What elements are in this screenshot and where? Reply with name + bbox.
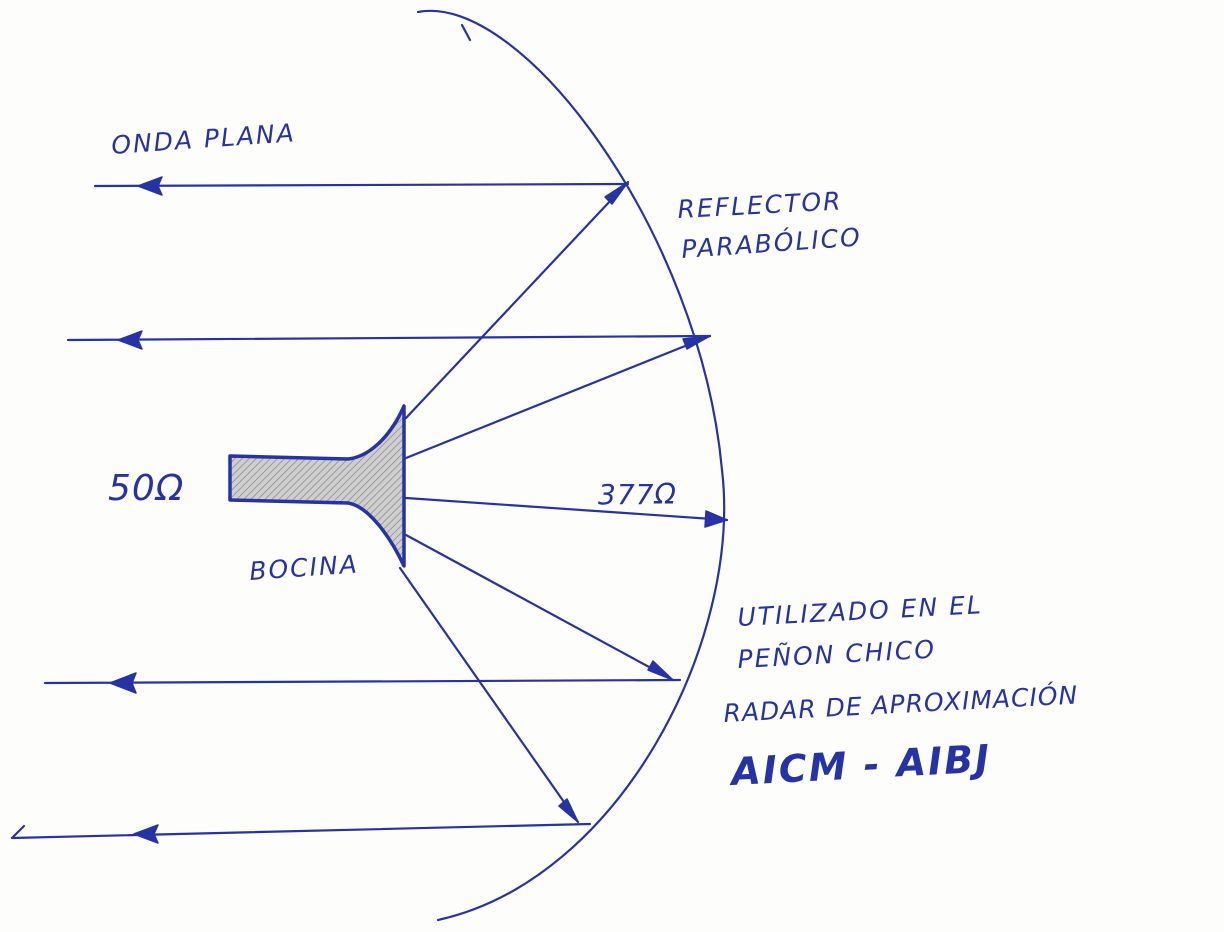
label-usage-line3: RADAR DE APROXIMACIÓN (723, 679, 1079, 728)
plane-wave-arrow-4 (133, 824, 159, 844)
plane-wave-arrow-3 (109, 672, 137, 694)
plane-wave-tail-hook (10, 824, 26, 840)
reflector-tick-top (460, 23, 472, 42)
plane-wave-line-1 (93, 182, 630, 188)
plane-wave-arrow-2 (117, 330, 143, 350)
label-usage-line4: AICM - AIBJ (727, 736, 992, 794)
ray-3-axis (404, 496, 729, 522)
plane-wave-line-3 (43, 678, 682, 685)
ray-2-arrowhead (682, 335, 711, 350)
ray-5-arrowhead (558, 798, 579, 823)
horn-feed (228, 404, 406, 568)
ray-1 (404, 180, 630, 420)
plane-wave-arrow-1 (137, 176, 163, 196)
ray-3-arrowhead (704, 510, 728, 528)
label-free-space-impedance: 377Ω (598, 478, 677, 511)
label-usage-line1: UTILIZADO EN EL (737, 590, 984, 632)
plane-wave-line-4 (10, 822, 592, 840)
label-usage-line2: PEÑON CHICO (737, 634, 937, 674)
plane-wave-line-2 (66, 334, 712, 342)
parabolic-reflector-curve (416, 9, 726, 922)
ray-4-arrowhead (647, 660, 674, 681)
ray-4 (404, 533, 675, 682)
label-feed-impedance: 50Ω (108, 468, 184, 509)
label-reflector-line2: PARABÓLICO (680, 221, 862, 264)
ray-1-arrowhead (604, 181, 629, 205)
ray-5 (398, 566, 580, 824)
ray-2 (404, 334, 712, 460)
plane-wave-rays (10, 176, 712, 844)
label-reflector-line1: REFLECTOR (677, 186, 843, 224)
feed-rays (398, 180, 729, 824)
label-horn: BOCINA (248, 549, 359, 586)
label-plane-wave: ONDA PLANA (110, 118, 296, 160)
